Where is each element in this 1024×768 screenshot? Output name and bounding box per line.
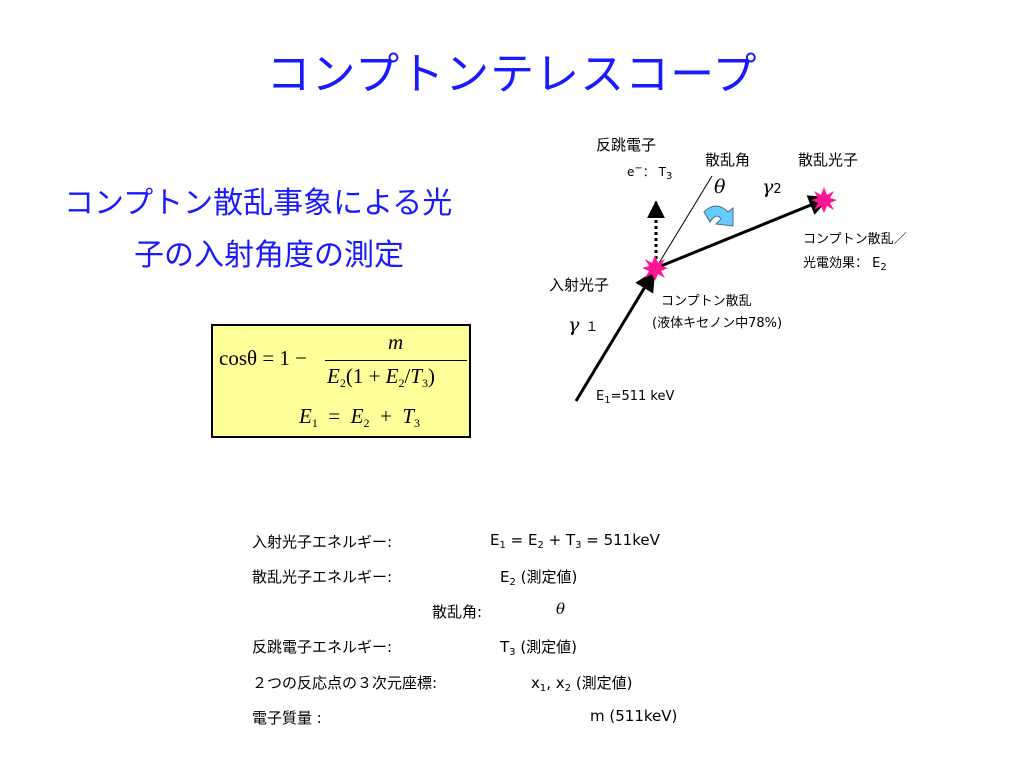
gamma1-symbol: γ １ [568, 314, 599, 336]
compton-scatter-label: コンプトン散乱 [661, 294, 752, 309]
interaction-point-star-2 [811, 187, 837, 213]
scatter-angle-label: 散乱角 [705, 151, 751, 169]
absorption-label-line-2: 光電効果： E2 [803, 256, 887, 273]
formula-energy-conservation: E1 = E2 + T3 [299, 404, 421, 430]
row-scatter-angle-label: 散乱角: [432, 603, 483, 621]
row-recoil-energy-value: T3 (測定値) [500, 638, 578, 658]
formula-box: cosθ = 1 − m E2(1 + E2/T3) E1 = E2 + T3 [211, 324, 471, 438]
row-incident-energy-label: 入射光子エネルギー: [252, 533, 393, 551]
row-coordinates-label: ２つの反応点の３次元座標: [252, 674, 438, 692]
incident-energy-label: E1=511 keV [596, 389, 675, 406]
row-recoil-energy-label: 反跳電子エネルギー: [252, 638, 393, 656]
row-electron-mass-value: m (511keV) [590, 707, 678, 725]
subtitle-line-1: コンプトン散乱事象による光 [64, 186, 453, 221]
formula-cos-lhs: cosθ = 1 − [219, 346, 307, 370]
slide-title: コンプトンテレスコープ [266, 49, 758, 100]
scattered-photon-label: 散乱光子 [798, 151, 859, 169]
scatter-angle-curved-arrow [703, 205, 734, 227]
gamma2-symbol: γ2 [762, 176, 782, 198]
row-scattered-energy-label: 散乱光子エネルギー: [252, 568, 393, 586]
absorption-label-line-1: コンプトン散乱／ [803, 232, 907, 247]
incident-photon-arrow [574, 270, 656, 402]
theta-symbol: θ [714, 176, 726, 198]
row-electron-mass-label: 電子質量 : [252, 709, 322, 727]
subtitle-line-2: 子の入射角度の測定 [134, 238, 404, 273]
interaction-point-star-1 [642, 255, 668, 281]
row-coordinates-value: x1, x2 (測定値) [531, 674, 633, 694]
fraction-bar [325, 360, 467, 361]
scattered-photon-arrow [655, 195, 830, 270]
incident-photon-label: 入射光子 [549, 276, 610, 294]
incident-direction-line [655, 175, 713, 269]
compton-medium-label: (液体キセノン中78%) [652, 316, 783, 331]
electron-energy-label: e−： T3 [627, 163, 673, 182]
formula-denominator: E2(1 + E2/T3) [327, 364, 436, 390]
recoil-electron-label: 反跳電子 [596, 136, 657, 154]
row-scatter-angle-value: θ [556, 600, 566, 618]
row-scattered-energy-value: E2 (測定値) [500, 568, 578, 588]
formula-numerator: m [388, 330, 404, 354]
row-incident-energy-value: E1 = E2 + T3 = 511keV [490, 531, 660, 551]
